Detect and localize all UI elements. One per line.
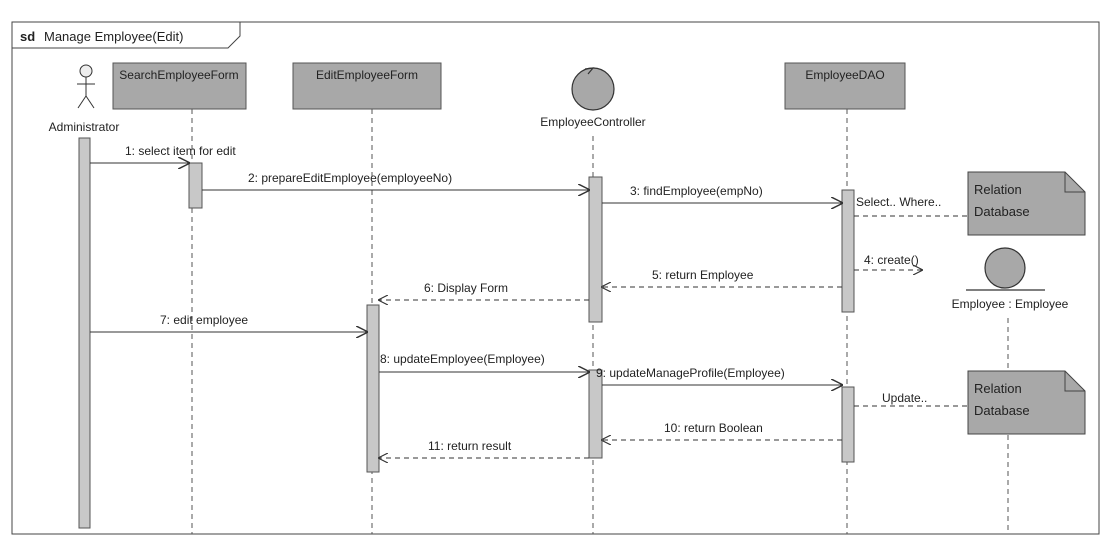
dao-label: EmployeeDAO [805, 68, 884, 82]
frame-border [11, 21, 1100, 535]
controller-icon [571, 67, 615, 111]
dao-box [784, 62, 906, 110]
administrator-label: Administrator [49, 120, 120, 134]
frame-tab [11, 21, 241, 49]
message-4-label: 4: create() [864, 253, 919, 267]
database-note-2-line1: Relation [974, 381, 1022, 396]
search-form-activation [188, 162, 203, 209]
database-note-2-line2: Database [974, 403, 1030, 418]
frame-title: Manage Employee(Edit) [44, 29, 183, 44]
dao-activation-2 [841, 386, 855, 463]
controller-activation-1 [588, 176, 603, 323]
note-text-select: Select.. Where.. [856, 195, 941, 209]
message-1-label: 1: select item for edit [125, 144, 236, 158]
controller-label: EmployeeController [540, 115, 645, 129]
message-8-label: 8: updateEmployee(Employee) [380, 352, 545, 366]
employee-label: Employee : Employee [952, 297, 1069, 311]
edit-form-box [292, 62, 442, 110]
edit-form-label: EditEmployeeForm [316, 68, 418, 82]
message-6-label: 6: Display Form [424, 281, 508, 295]
controller-activation-2 [588, 369, 603, 459]
database-note-1-line2: Database [974, 204, 1030, 219]
frame-keyword: sd [20, 29, 35, 44]
edit-form-activation [366, 304, 380, 473]
search-form-box [112, 62, 247, 110]
note-text-update: Update.. [882, 391, 927, 405]
administrator-actor-icon [77, 64, 95, 109]
database-note-1-line1: Relation [974, 182, 1022, 197]
search-form-label: SearchEmployeeForm [119, 68, 238, 82]
message-9-label: 9: updateManageProfile(Employee) [596, 366, 785, 380]
database-note-1: Relation Database [967, 171, 1086, 236]
message-10-label: 10: return Boolean [664, 421, 763, 435]
message-2-label: 2: prepareEditEmployee(employeeNo) [248, 171, 452, 185]
message-7-label: 7: edit employee [160, 313, 248, 327]
employee-entity-icon [966, 247, 1045, 291]
message-5-label: 5: return Employee [652, 268, 754, 282]
message-11-label: 11: return result [428, 439, 512, 453]
message-3-label: 3: findEmployee(empNo) [630, 184, 763, 198]
administrator-activation [78, 137, 91, 529]
dao-activation-1 [841, 189, 855, 313]
database-note-2: Relation Database [967, 370, 1086, 435]
